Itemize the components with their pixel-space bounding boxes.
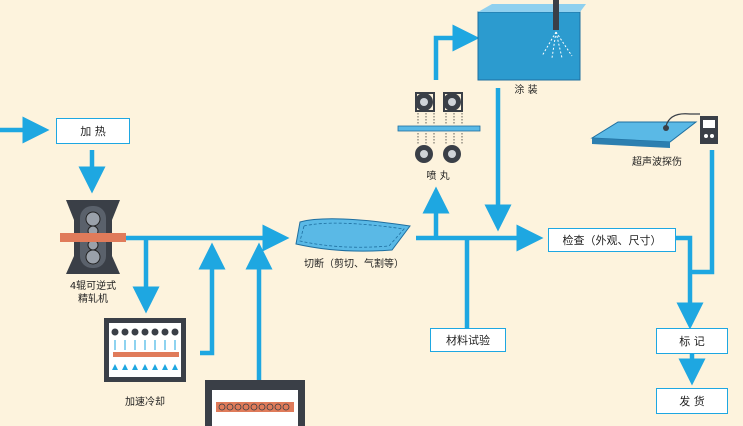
cut-plate-icon (295, 218, 411, 252)
arrow-cooling-up (198, 242, 226, 356)
shot-blast-icon (397, 92, 481, 163)
marking-box: 标 记 (656, 328, 728, 354)
arrow-ultrasonic-marking (692, 150, 715, 275)
rolling-mill-icon (60, 200, 126, 274)
arrow-shotblast-coating (433, 24, 480, 80)
inspection-box: 检查（外观、尺寸） (548, 228, 676, 252)
mill-label: 4辊可逆式 精轧机 (69, 281, 117, 305)
coating-tank-icon (477, 0, 586, 81)
material-test-box: 材料试验 (430, 328, 506, 352)
ultrasonic-label: 超声波探伤 (632, 157, 682, 168)
accel-cool-label: 加速冷却 (125, 397, 165, 408)
cutting-label: 切断（剪切、气割等） (304, 259, 404, 270)
heating-box: 加 热 (56, 118, 130, 144)
shot-blast-label: 喷 丸 (426, 171, 450, 182)
arrow-inspection-marking (676, 235, 704, 330)
flow-arrows (0, 24, 715, 390)
shipping-box: 发 货 (656, 388, 728, 414)
cooling-unit-icon (104, 318, 186, 382)
coating-label: 涂 装 (514, 85, 538, 96)
furnace-icon (205, 380, 305, 426)
ultrasonic-tester-icon (590, 113, 718, 148)
